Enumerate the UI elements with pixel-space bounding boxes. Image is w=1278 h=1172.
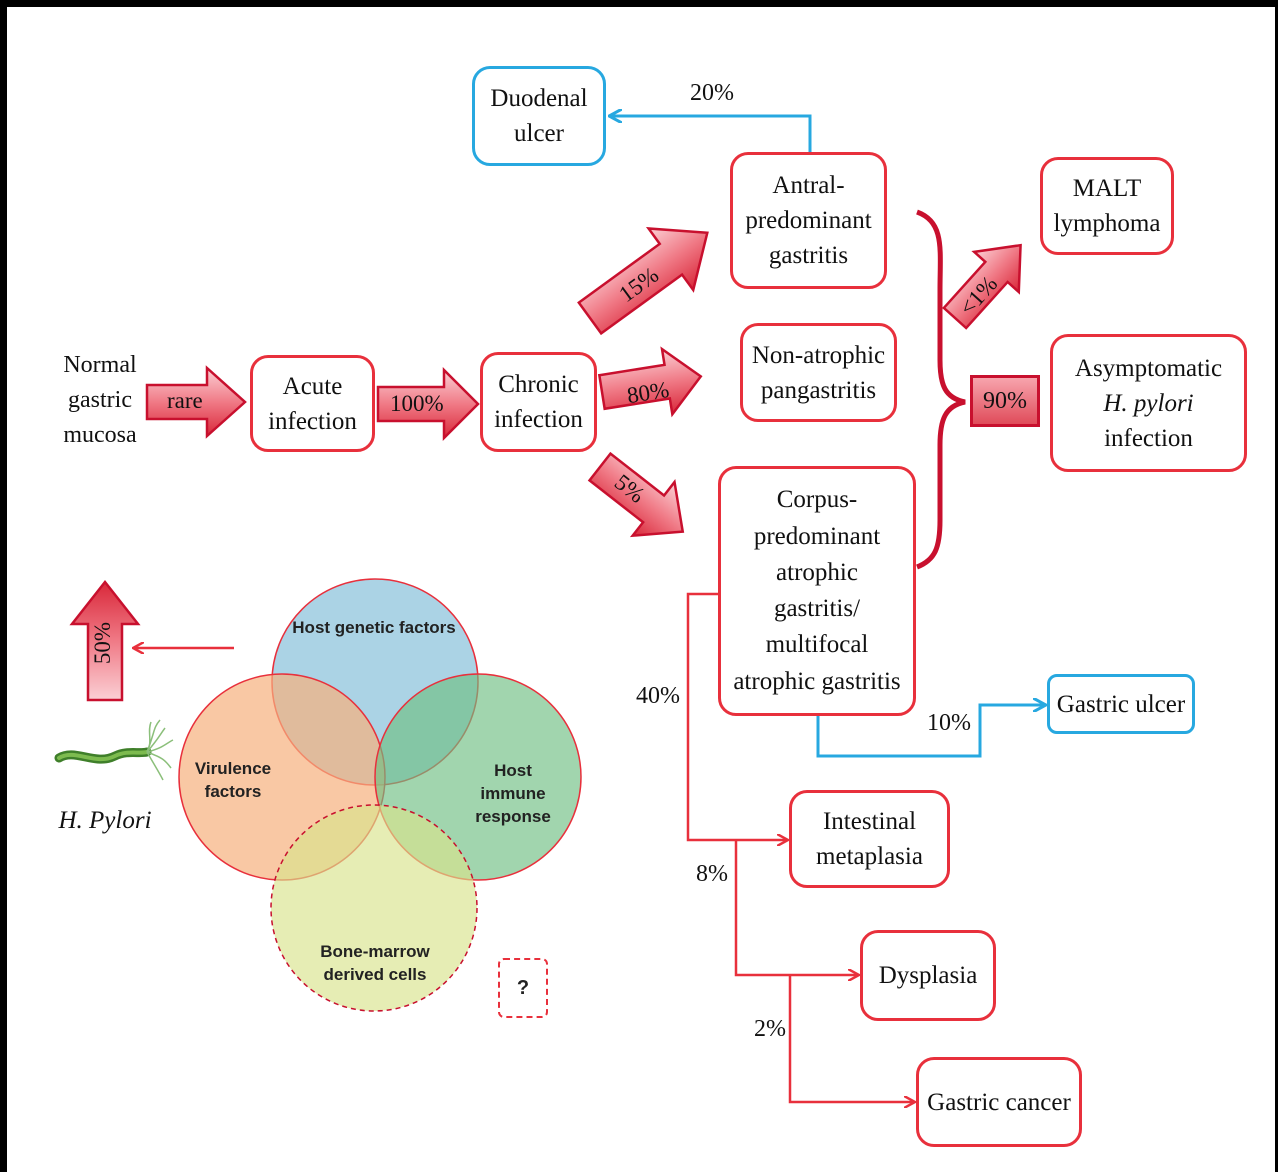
block-arrow-15 [577, 227, 709, 336]
block-arrow-50 [69, 579, 141, 702]
corpus-gastritis-box: Corpus- predominant atrophic gastritis/ … [718, 466, 916, 716]
gastric-ulcer-box: Gastric ulcer [1047, 674, 1195, 734]
unknown-factor-box: ? [498, 958, 548, 1018]
duodenal-ulcer-box: Duodenal ulcer [472, 66, 606, 166]
p2-label: 2% [754, 1016, 786, 1042]
asymptomatic-line3: infection [1104, 424, 1193, 452]
p10-label: 10% [927, 710, 971, 736]
p90-badge: 90% [970, 375, 1040, 427]
gastric-cancer-text: Gastric cancer [927, 1088, 1071, 1116]
block-arrow-100 [376, 366, 480, 442]
chronic-infection-box: Chronic infection [480, 352, 597, 452]
antral-gastritis-box: Antral- predominant gastritis [730, 152, 887, 289]
gastric-cancer-box: Gastric cancer [916, 1057, 1082, 1147]
block-arrow-5 [587, 451, 685, 538]
p100-label: 100% [390, 391, 444, 416]
block-arrow-rare [145, 365, 247, 439]
intestinal-metaplasia-text: Intestinal metaplasia [816, 808, 923, 870]
dysplasia-box: Dysplasia [860, 930, 996, 1021]
venn-bone-marrow-circle [270, 804, 478, 1012]
non-atrophic-box: Non-atrophic pangastritis [740, 323, 897, 422]
connector-duodenal [610, 116, 812, 152]
connector-dysplasia [734, 840, 858, 975]
p8-label: 8% [696, 861, 728, 887]
asymptomatic-box: Asymptomatic H. pylori infection [1050, 334, 1247, 472]
malt-lymphoma-box: MALT lymphoma [1040, 157, 1174, 255]
connector-gastric-ulcer [816, 705, 1045, 758]
venn-host-genetic-label: Host genetic factors [292, 618, 456, 637]
venn-virulence-label: Virulence factors [194, 759, 272, 801]
p50-label: 50% [90, 621, 116, 665]
p40-label: 40% [636, 683, 680, 709]
acute-infection-text: Acute infection [268, 372, 357, 435]
malt-lymphoma-text: MALT lymphoma [1053, 175, 1161, 237]
connector-cancer [788, 975, 914, 1102]
block-arrow-lt1 [942, 243, 1022, 330]
curly-brace [915, 209, 966, 570]
venn-bone-marrow-label: Bone-marrow derived cells [320, 942, 430, 984]
p20-label: 20% [690, 80, 734, 106]
connector-intestinal [686, 592, 787, 840]
duodenal-ulcer-text: Duodenal ulcer [490, 85, 588, 147]
normal-mucosa-label: Normal gastric mucosa [63, 352, 137, 448]
gastric-ulcer-text: Gastric ulcer [1056, 690, 1186, 718]
corpus-gastritis-text: Corpus- predominant atrophic gastritis/ … [733, 486, 901, 695]
asymptomatic-line2: H. pylori [1103, 389, 1194, 417]
h-pylori-label: H. Pylori [58, 807, 152, 834]
rare-label: rare [167, 388, 203, 413]
chronic-infection-text: Chronic infection [494, 371, 583, 433]
non-atrophic-text: Non-atrophic pangastritis [751, 341, 886, 404]
antral-gastritis-text: Antral- predominant gastritis [745, 172, 872, 269]
h-pylori-icon [54, 719, 174, 781]
block-arrow-80 [597, 346, 703, 418]
intestinal-metaplasia-box: Intestinal metaplasia [789, 790, 950, 888]
asymptomatic-line1: Asymptomatic [1074, 354, 1223, 382]
dysplasia-text: Dysplasia [878, 962, 978, 989]
venn-host-immune-label: Host immune response [475, 761, 551, 826]
acute-infection-box: Acute infection [250, 355, 375, 452]
